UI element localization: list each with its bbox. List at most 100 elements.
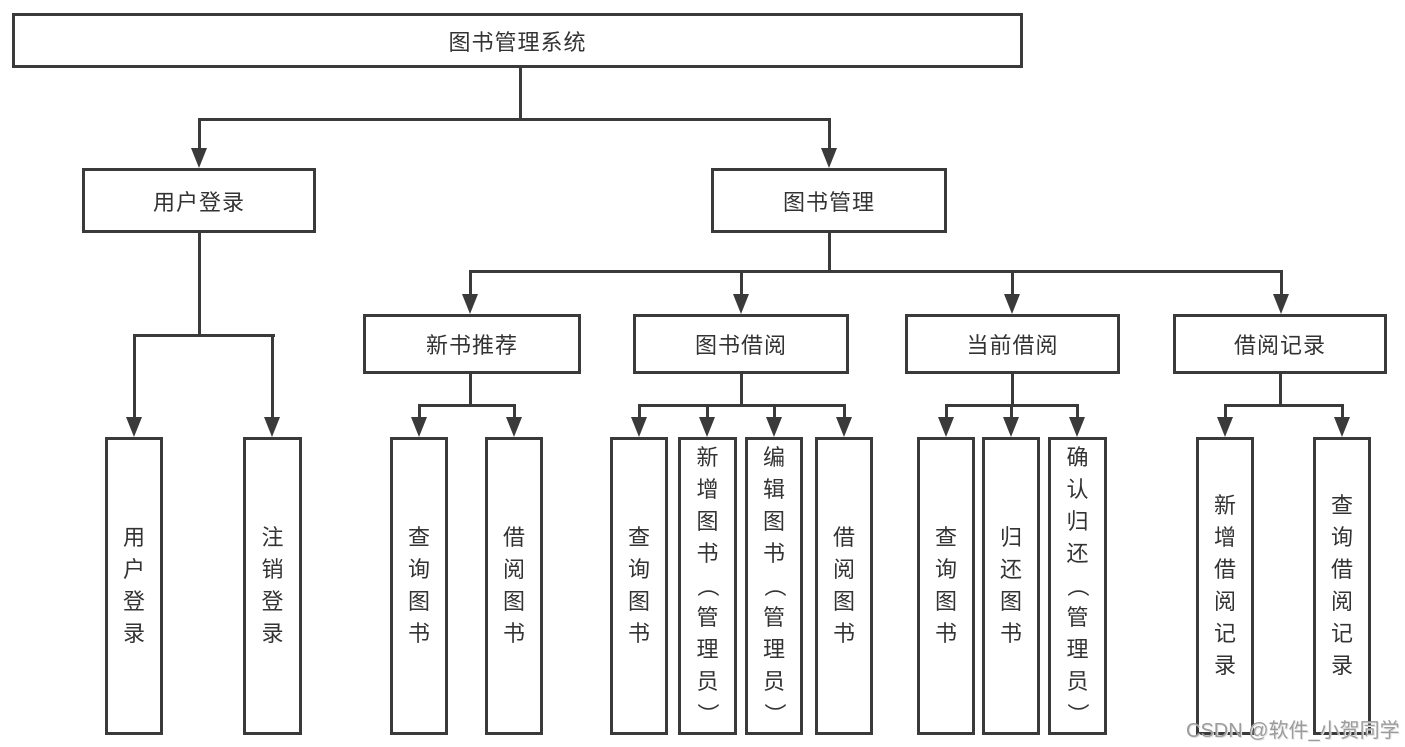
- arrowhead-down-icon: [1069, 417, 1085, 437]
- leaf-label-char: 编: [762, 445, 785, 470]
- leaf-label-char: 书: [999, 621, 1022, 646]
- arrowhead-down-icon: [766, 417, 782, 437]
- arrowhead-down-icon: [411, 417, 427, 437]
- connector-line: [1011, 372, 1014, 406]
- leaf-label-char: 员: [1066, 669, 1089, 694]
- connector-line: [843, 404, 846, 419]
- connector-line: [1076, 404, 1079, 419]
- connector-line: [271, 334, 274, 419]
- connector-line: [740, 372, 743, 406]
- arrowhead-down-icon: [1334, 417, 1350, 437]
- leaf-label-char: 图: [999, 589, 1022, 614]
- leaf-label-char: 录: [261, 621, 284, 646]
- leaf-label-char: 阅: [1330, 589, 1353, 614]
- leaf-label-char: 阅: [1213, 589, 1236, 614]
- node-book-borrowing: 图书借阅: [633, 314, 849, 374]
- leaf-label-char: 书: [832, 621, 855, 646]
- leaf-label-char: 阅: [502, 557, 525, 582]
- leaf-label-char: 还: [999, 557, 1022, 582]
- connector-line: [418, 404, 421, 419]
- leaf-borrow-books: 借阅图书: [815, 437, 873, 735]
- node-borrowing-records-label: 借阅记录: [1233, 333, 1326, 358]
- leaf-label-char: 借: [502, 525, 525, 550]
- leaf-label-char: 管: [696, 605, 719, 630]
- arrowhead-down-icon: [126, 417, 142, 437]
- connector-line: [469, 270, 1283, 273]
- leaf-return-books: 归还图书: [982, 437, 1040, 735]
- connector-line: [469, 372, 472, 406]
- leaf-label-char: 记: [1330, 621, 1353, 646]
- leaf-logout: 注销登录: [243, 437, 302, 735]
- leaf-label-char: 记: [1213, 621, 1236, 646]
- arrowhead-down-icon: [462, 294, 478, 314]
- arrowhead-down-icon: [821, 148, 837, 168]
- leaf-query-books-recommend: 查询图书: [390, 437, 448, 735]
- arrowhead-down-icon: [733, 294, 749, 314]
- watermark: CSDN @软件_小贺同学: [1186, 720, 1400, 742]
- leaf-add-borrow-record: 新增借阅记录: [1196, 437, 1254, 735]
- leaf-label-char: 录: [1213, 653, 1236, 678]
- leaf-label-char: ）: [761, 702, 787, 726]
- connector-line: [828, 118, 831, 150]
- arrowhead-down-icon: [1004, 294, 1020, 314]
- connector-line: [513, 404, 516, 419]
- leaf-label-char: 户: [122, 557, 145, 582]
- connector-line: [1011, 270, 1014, 296]
- leaf-label-char: 增: [1213, 525, 1236, 550]
- leaf-label-char: 增: [696, 477, 719, 502]
- leaf-label-char: 阅: [832, 557, 855, 582]
- leaf-label-char: 询: [934, 557, 957, 582]
- leaf-confirm-return-admin: 确认归还（管理员）: [1048, 437, 1107, 735]
- arrowhead-down-icon: [938, 417, 954, 437]
- connector-line: [198, 118, 201, 150]
- leaf-user-login: 用户登录: [105, 437, 163, 735]
- leaf-add-books-admin: 新增图书（管理员）: [678, 437, 737, 735]
- arrowhead-down-icon: [836, 417, 852, 437]
- leaf-label-char: 借: [1213, 557, 1236, 582]
- connector-line: [828, 231, 831, 272]
- arrowhead-down-icon: [631, 417, 647, 437]
- connector-line: [469, 270, 472, 296]
- leaf-label-char: 注: [261, 525, 284, 550]
- leaf-label-char: 录: [1330, 653, 1353, 678]
- leaf-label-char: 用: [122, 525, 145, 550]
- leaf-label-char: 图: [696, 509, 719, 534]
- leaf-label-char: 新: [696, 445, 719, 470]
- leaf-query-books-current: 查询图书: [917, 437, 975, 735]
- leaf-borrow-books-recommend: 借阅图书: [485, 437, 543, 735]
- leaf-label-char: 询: [627, 557, 650, 582]
- leaf-label-char: 图: [832, 589, 855, 614]
- leaf-label-char: 查: [934, 525, 957, 550]
- leaf-label-char: ）: [1065, 702, 1091, 726]
- connector-line: [1224, 404, 1227, 419]
- connector-line: [1280, 270, 1283, 296]
- arrowhead-down-icon: [1217, 417, 1233, 437]
- leaf-label-char: 图: [502, 589, 525, 614]
- connector-line: [133, 334, 136, 419]
- leaf-label-char: 查: [627, 525, 650, 550]
- node-new-book-recommend: 新书推荐: [363, 314, 581, 374]
- connector-line: [418, 404, 516, 407]
- leaf-label-char: ）: [695, 702, 721, 726]
- leaf-label-char: 理: [696, 637, 719, 662]
- node-root-label: 图书管理系统: [448, 29, 587, 55]
- leaf-label-char: 归: [1066, 509, 1089, 534]
- leaf-label-char: （: [1065, 574, 1091, 598]
- connector-line: [1010, 404, 1013, 419]
- leaf-label-char: 询: [1330, 525, 1353, 550]
- leaf-label-char: 书: [696, 541, 719, 566]
- connector-line: [773, 404, 776, 419]
- leaf-label-char: 管: [1066, 605, 1089, 630]
- node-root: 图书管理系统: [12, 13, 1023, 68]
- leaf-label-char: 还: [1066, 541, 1089, 566]
- node-user-login: 用户登录: [82, 168, 316, 233]
- leaf-label-char: 查: [1330, 493, 1353, 518]
- node-user-login-label: 用户登录: [152, 189, 245, 215]
- node-book-borrowing-label: 图书借阅: [694, 333, 787, 358]
- leaf-label-char: 询: [407, 557, 430, 582]
- connector-line: [945, 404, 948, 419]
- leaf-edit-books-admin: 编辑图书（管理员）: [745, 437, 803, 735]
- connector-line: [1279, 372, 1282, 406]
- leaf-query-borrow-record: 查询借阅记录: [1313, 437, 1371, 735]
- leaf-label-char: 员: [762, 669, 785, 694]
